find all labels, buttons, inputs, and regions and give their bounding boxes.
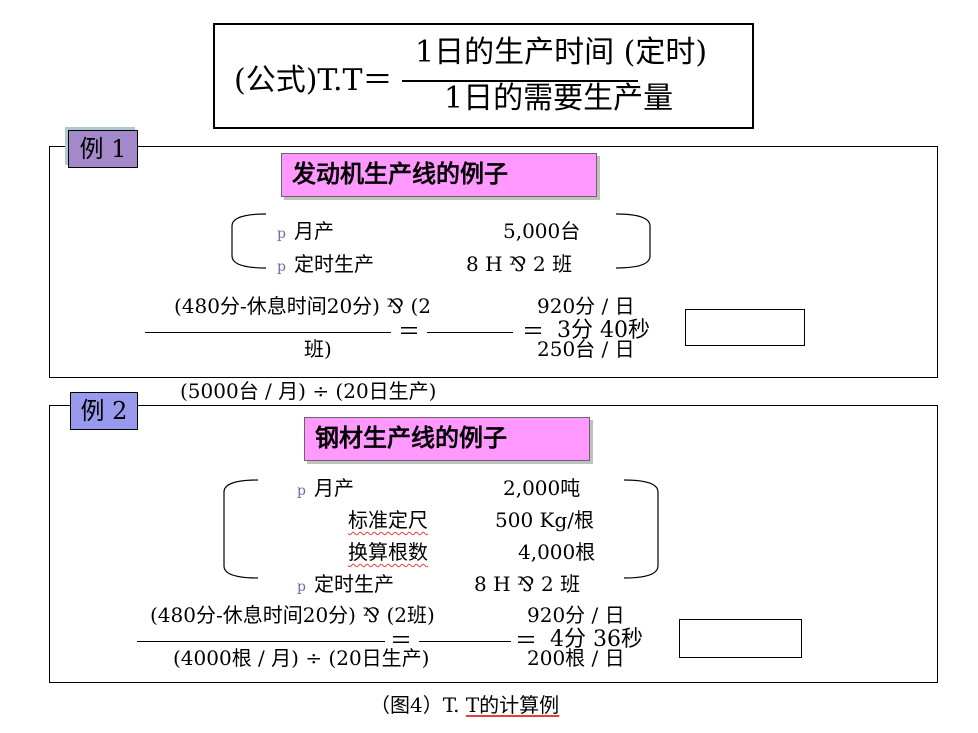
ex2-row-value: 500 Kg/根 bbox=[495, 508, 595, 532]
ex2-equals-1: ＝ bbox=[390, 629, 413, 654]
ex1-result: 3分 40秒 bbox=[557, 318, 650, 343]
ex2-row-label: 换算根数 bbox=[348, 540, 428, 564]
ex1-row-label: 定时生产 bbox=[294, 252, 374, 276]
bullet-icon: p bbox=[277, 226, 286, 242]
example2-bracket bbox=[223, 479, 659, 579]
ex1-fraction-line-left bbox=[145, 332, 391, 333]
bullet-icon: p bbox=[297, 579, 306, 595]
formula-box bbox=[213, 23, 754, 129]
example2-title: 钢材生产线的例子 bbox=[304, 417, 590, 461]
example1-title: 发动机生产线的例子 bbox=[281, 153, 597, 197]
ex2-row-label: 定时生产 bbox=[314, 572, 394, 596]
ex1-fraction-line-mid bbox=[427, 332, 513, 333]
ex2-den-left: (4000根 / 月) ÷ (20日生产) bbox=[173, 646, 430, 670]
ex2-equals-2: ＝ bbox=[515, 629, 538, 654]
example1-tag: 例 1 bbox=[68, 130, 138, 168]
ex2-row-value: 4,000根 bbox=[518, 540, 596, 564]
ex2-row-label: 标准定尺 bbox=[348, 508, 428, 532]
caption-underlined: T的计算例 bbox=[465, 693, 560, 717]
ex1-den-mid: 250台 / 日 bbox=[537, 337, 635, 361]
formula-numerator: 1日的生产时间 (定时) bbox=[415, 35, 708, 70]
ex1-row-label: 月产 bbox=[294, 219, 334, 243]
ex2-row-label: 月产 bbox=[314, 476, 354, 500]
bullet-icon: p bbox=[277, 259, 286, 275]
formula-denominator: 1日的需要生产量 bbox=[444, 81, 674, 116]
ex1-den-left: (5000台 / 月) ÷ (20日生产) bbox=[180, 379, 437, 403]
ex2-num-left: (480分-休息时间20分) ⅋ (2班) bbox=[150, 603, 435, 627]
ex2-num-mid: 920分 / 日 bbox=[527, 603, 625, 627]
ex2-answer-box[interactable] bbox=[679, 619, 802, 658]
ex2-row-value: 2,000吨 bbox=[503, 476, 581, 500]
ex1-equals-1: ＝ bbox=[398, 320, 421, 345]
example2-frame bbox=[49, 405, 938, 683]
ex1-row-value: 5,000台 bbox=[503, 219, 581, 243]
caption-prefix: （图4）T. bbox=[370, 693, 466, 717]
ex1-num-left: (480分-休息时间20分) ⅋ (2 bbox=[174, 294, 432, 318]
ex2-row-value: 8 H ⅋ 2 班 bbox=[474, 572, 581, 596]
ex2-fraction-line-mid bbox=[419, 641, 511, 642]
ex1-equals-2: ＝ bbox=[522, 320, 545, 345]
ex1-num-left-wrap: 班) bbox=[304, 337, 332, 361]
example2-tag: 例 2 bbox=[70, 392, 138, 430]
ex1-row-value: 8 H ⅋ 2 班 bbox=[466, 252, 573, 276]
formula-prefix: (公式)T.T＝ bbox=[234, 63, 393, 98]
bullet-icon: p bbox=[297, 483, 306, 499]
ex2-result: 4分 36秒 bbox=[550, 627, 643, 652]
ex2-fraction-line-left bbox=[137, 641, 385, 642]
ex1-num-mid: 920分 / 日 bbox=[537, 294, 635, 318]
example1-bracket bbox=[231, 213, 651, 269]
figure-caption: （图4）T. T的计算例 bbox=[370, 693, 559, 717]
ex1-answer-box[interactable] bbox=[685, 309, 805, 346]
ex2-den-mid: 200根 / 日 bbox=[527, 646, 625, 670]
formula-fraction-line bbox=[402, 80, 638, 82]
example1-frame bbox=[49, 146, 938, 378]
